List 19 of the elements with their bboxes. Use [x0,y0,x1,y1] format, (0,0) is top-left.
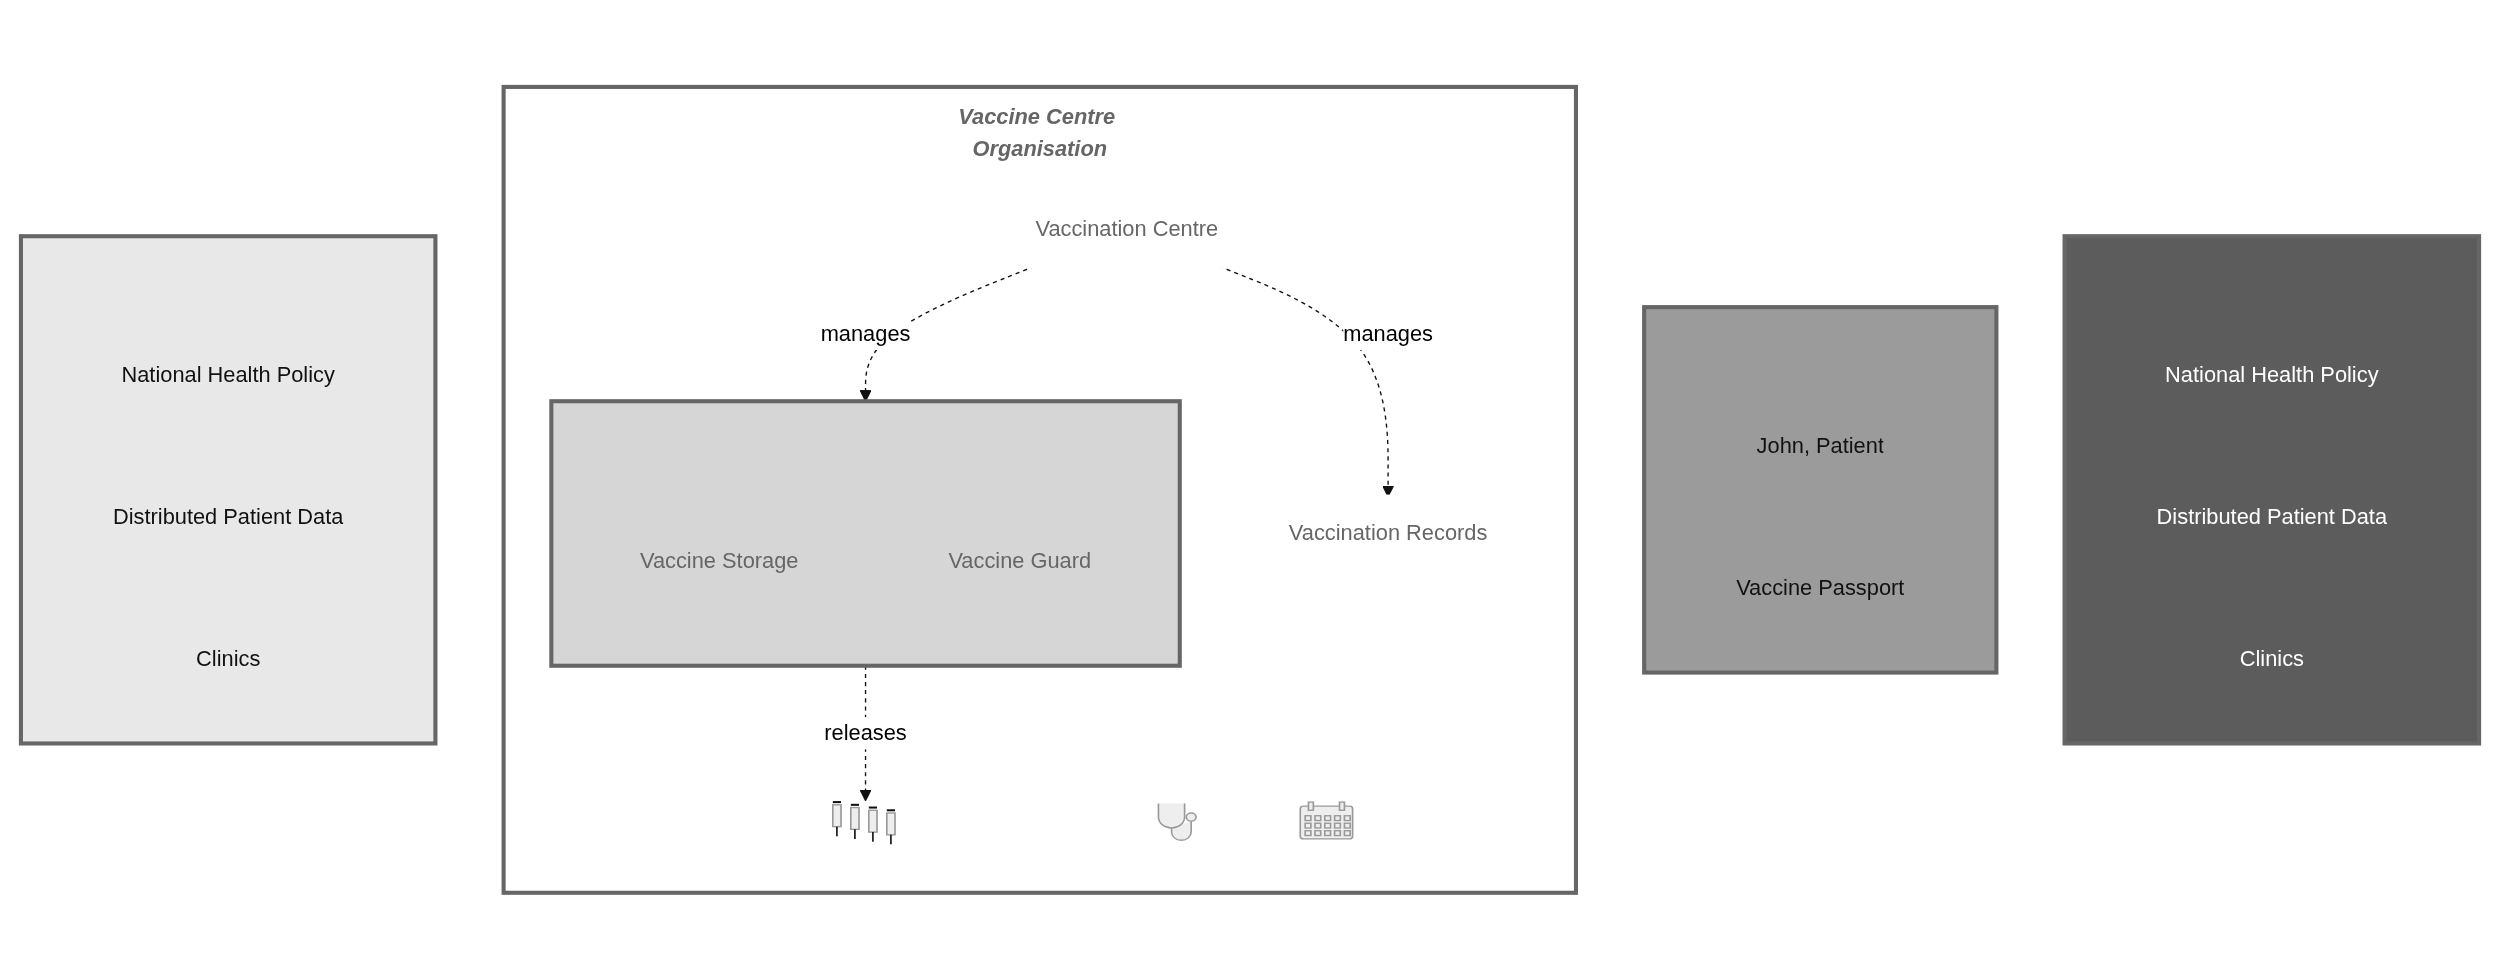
node-text: Distributed Patient Data [112,505,344,529]
edge-label: manages [1343,321,1433,345]
node-text: Vaccine Guard [948,548,1092,572]
node-text: Clinics [196,646,261,670]
node-text: Distributed Patient Data [2156,505,2388,529]
node-text: Clinics [2239,646,2304,670]
edge-label: manages [820,321,911,345]
cluster [549,399,1182,668]
cluster [2062,234,2482,746]
cluster [18,234,438,746]
node-text: National Health Policy [121,363,335,387]
node-text: Vaccine Storage [639,548,799,572]
node-text: Vaccination Records [1288,521,1488,545]
cluster [1642,305,1999,675]
node-text: National Health Policy [2165,363,2379,387]
node-text: Vaccination Centre [1035,217,1219,241]
node-text: Vaccine Passport [1736,575,1905,600]
edge-label: releases [824,721,907,745]
node-text: John, Patient [1756,434,1884,458]
